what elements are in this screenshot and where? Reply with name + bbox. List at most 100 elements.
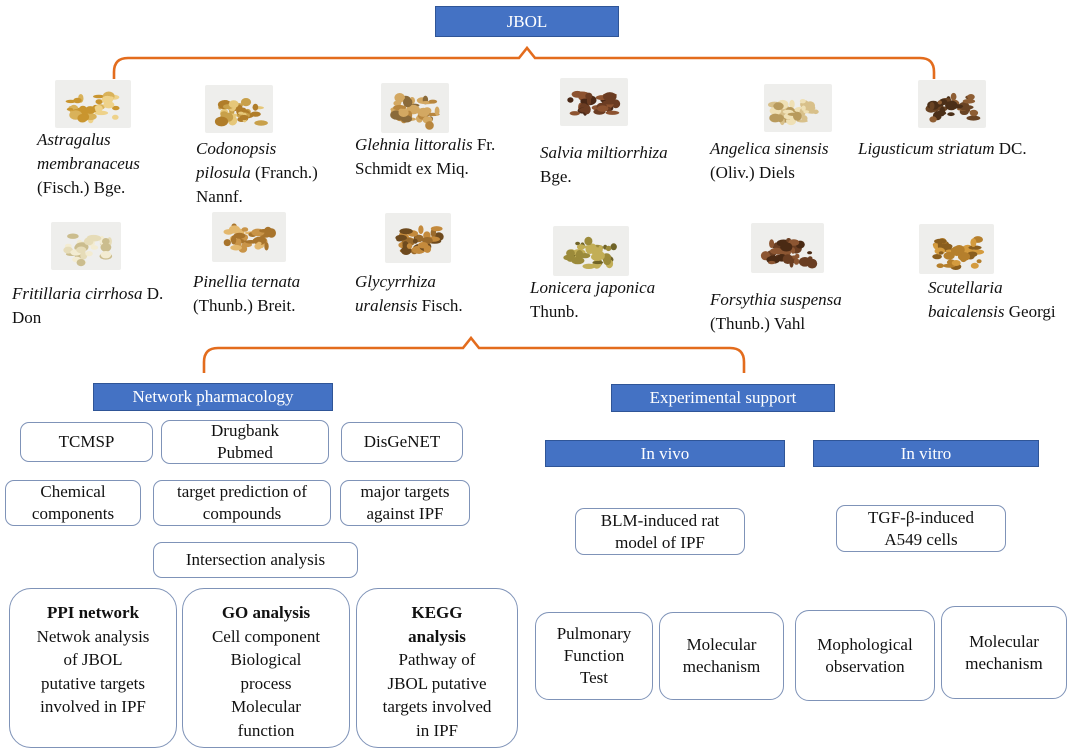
herb-piece — [951, 260, 961, 266]
herb-piece — [798, 257, 811, 267]
in-vivo-title: In vivo — [640, 443, 690, 463]
herb-piece — [398, 108, 409, 117]
herb-piece — [934, 238, 947, 244]
herb-piece — [801, 115, 808, 122]
herb-piece — [970, 238, 977, 247]
herb-piece — [239, 114, 249, 121]
herb-piece — [807, 251, 813, 255]
herb-name: Forsythia suspensa(Thunb.) Vahl — [710, 290, 842, 333]
in-vitro-title: In vitro — [900, 443, 952, 463]
herb-photo — [560, 78, 628, 126]
network-pharmacology-title: Network pharmacology — [132, 387, 294, 406]
herb-piece — [90, 245, 99, 250]
herb-piece — [254, 120, 268, 126]
herb-piece — [585, 92, 593, 100]
herb-name: Ligusticum striatum DC. — [858, 139, 1027, 158]
herb-piece — [85, 106, 96, 114]
herb-piece — [264, 242, 269, 251]
herb-photo — [55, 80, 131, 128]
root-title: JBOL — [506, 11, 548, 31]
herb-piece — [112, 105, 120, 111]
network-pharmacology-box: Network pharmacology — [93, 383, 333, 411]
herb-piece — [936, 263, 944, 268]
herb-piece — [602, 100, 616, 105]
herb-piece — [412, 238, 418, 244]
herb-piece — [230, 235, 237, 245]
herb-piece — [434, 106, 440, 116]
herb-piece — [402, 241, 409, 250]
herb-piece — [939, 243, 953, 250]
herb-piece — [220, 111, 228, 117]
herb-piece — [768, 260, 776, 265]
herb-piece — [597, 105, 609, 112]
herb-piece — [430, 226, 443, 232]
herb-piece — [598, 245, 603, 254]
herb-photo — [381, 83, 449, 133]
herb-piece — [566, 249, 575, 257]
herb-piece — [112, 114, 119, 120]
herb-piece — [968, 245, 982, 250]
herb-piece — [610, 243, 617, 251]
herb-photo — [212, 212, 286, 262]
go-analysis-title: GO analysis — [221, 603, 311, 622]
herb-piece — [238, 111, 244, 115]
herb-piece — [769, 239, 775, 248]
herb-piece — [66, 107, 74, 111]
herb-photo — [751, 223, 824, 273]
herb-piece — [576, 244, 586, 250]
herb-piece — [100, 243, 112, 252]
herb-piece — [943, 251, 955, 260]
herb-piece — [603, 257, 612, 266]
source-tcmsp: TCMSP — [20, 422, 153, 462]
intersection-analysis-box: Intersection analysis — [153, 542, 358, 578]
herb-piece — [103, 101, 115, 109]
root-title-box: JBOL — [435, 6, 619, 37]
herb-piece — [228, 225, 241, 234]
herb-piece — [214, 116, 229, 127]
ppi-network-title: PPI network — [46, 603, 140, 622]
herb-name: Angelica sinensis(Oliv.) Diels — [710, 139, 829, 182]
herb-piece — [776, 114, 784, 123]
herb-piece — [418, 225, 424, 234]
herb-piece — [428, 99, 438, 104]
herb-piece — [953, 245, 965, 255]
herb-name: Fritillaria cirrhosa D.Don — [12, 284, 164, 327]
herb-piece — [802, 104, 816, 112]
herb-piece — [585, 245, 595, 254]
herb-piece — [952, 104, 964, 109]
herb-piece — [935, 110, 947, 116]
herb-piece — [396, 238, 403, 242]
herb-piece — [417, 242, 429, 249]
top-brace — [112, 45, 936, 79]
herb-piece — [67, 233, 79, 239]
herb-piece — [582, 263, 596, 269]
herb-piece — [244, 240, 258, 244]
herb-piece — [803, 110, 810, 114]
herb-name: Pinellia ternata(Thunb.) Breit. — [193, 272, 301, 315]
herb-piece — [937, 100, 942, 105]
herb-piece — [583, 104, 591, 115]
herb-piece — [812, 109, 819, 115]
herb-piece — [929, 116, 937, 123]
herb-piece — [73, 97, 82, 104]
herb-piece — [605, 110, 620, 115]
herb-piece — [793, 258, 800, 265]
herb-piece — [605, 245, 612, 252]
herb-piece — [223, 239, 231, 247]
herb-piece — [233, 232, 246, 239]
herb-piece — [571, 256, 585, 265]
